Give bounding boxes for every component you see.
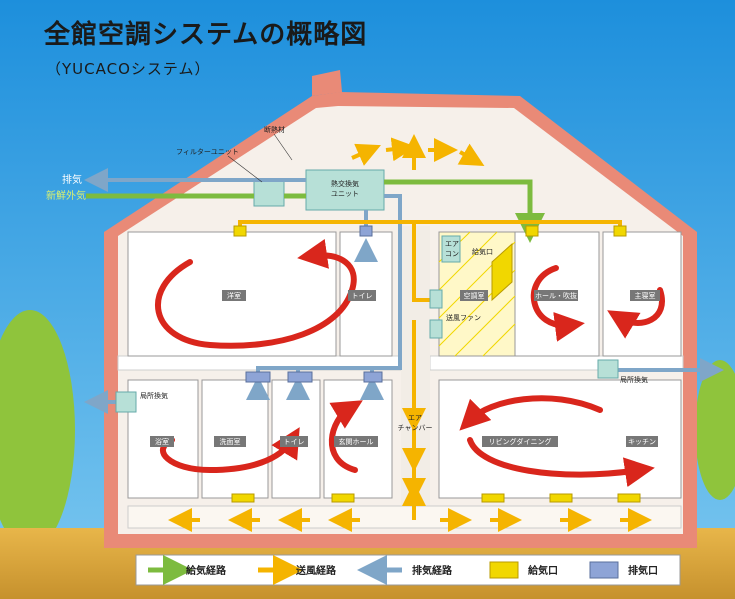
- svg-text:送風経路: 送風経路: [295, 564, 337, 577]
- svg-text:浴室: 浴室: [155, 437, 169, 446]
- label-heat-exchanger-1: 熱交換気: [331, 179, 359, 188]
- local-vent-right-unit: [597, 359, 619, 379]
- aircon-unit: [441, 235, 461, 263]
- supply-routes: [86, 179, 545, 243]
- svg-text:洗面室: 洗面室: [220, 437, 241, 446]
- legend-blow-route: 送風経路: [258, 555, 337, 585]
- legend-exhaust-route: 排気経路: [357, 555, 453, 585]
- svg-text:空調室: 空調室: [464, 291, 485, 300]
- svg-text:排気口: 排気口: [628, 564, 658, 577]
- legend-supply-port: 給気口: [489, 561, 558, 579]
- filter-unit-box: [253, 179, 285, 207]
- legend: 給気経路 送風経路 排気経路 給気口 排気口: [135, 554, 681, 586]
- room-label-entrance: 玄関ホール: [334, 436, 378, 447]
- exhaust-routes: [84, 168, 724, 414]
- room-label-master: 主寝室: [630, 290, 660, 301]
- blower-fan-2: [429, 319, 443, 339]
- svg-text:洋室: 洋室: [227, 291, 241, 300]
- label-exhaust: 排気: [62, 173, 82, 186]
- svg-text:主寝室: 主寝室: [635, 291, 656, 300]
- exhaust-ports: [245, 225, 383, 383]
- label-filter-unit: フィルターユニット: [176, 147, 239, 156]
- label-blower-fan: 送風ファン: [446, 313, 481, 322]
- label-chamber-2: チャンバー: [398, 424, 433, 432]
- svg-text:リビングダイニング: リビングダイニング: [489, 437, 552, 446]
- svg-text:トイレ: トイレ: [284, 438, 305, 446]
- room-label-toilet-upper: トイレ: [348, 290, 376, 301]
- room-label-western: 洋室: [222, 290, 246, 301]
- svg-text:ホール・吹抜: ホール・吹抜: [535, 291, 577, 300]
- svg-text:給気口: 給気口: [528, 564, 558, 577]
- label-local-vent-left: 局所換気: [140, 391, 168, 400]
- room-label-living: リビングダイニング: [482, 436, 558, 447]
- local-vent-left-unit: [115, 391, 137, 413]
- label-supply-vent: 給気口: [472, 247, 493, 256]
- svg-text:玄関ホール: 玄関ホール: [339, 437, 374, 446]
- label-aircon-1: エア: [445, 240, 459, 248]
- tree-left: [0, 310, 75, 550]
- label-chamber-1: エア: [408, 414, 422, 422]
- svg-text:排気経路: 排気経路: [412, 564, 453, 577]
- underfloor: [127, 505, 682, 529]
- blower-fan-1: [429, 289, 443, 309]
- blow-routes: [168, 134, 652, 532]
- label-insulation: 断熱材: [264, 125, 285, 134]
- floor-divider-right: [429, 355, 684, 371]
- label-heat-exchanger-2: ユニット: [331, 190, 359, 198]
- circulation-arrows: [155, 239, 665, 488]
- room-label-bath: 浴室: [150, 436, 174, 447]
- room-label-ac: 空調室: [460, 290, 488, 301]
- heat-exchanger-unit: [305, 169, 385, 211]
- page-title: 全館空調システムの概略図: [44, 20, 368, 50]
- room-label-toilet-lower: トイレ: [280, 436, 308, 447]
- roof-peak: [312, 70, 342, 96]
- label-fresh-air: 新鮮外気: [46, 189, 86, 202]
- tree-right: [695, 360, 735, 500]
- room-label-hall: ホール・吹抜: [534, 290, 578, 301]
- room-label-wash: 洗面室: [214, 436, 246, 447]
- room-label-kitchen: キッチン: [626, 436, 658, 447]
- legend-exhaust-port: 排気口: [589, 561, 658, 579]
- label-local-vent-right: 局所換気: [620, 375, 648, 384]
- legend-supply-route: 給気経路: [148, 555, 227, 585]
- svg-text:給気経路: 給気経路: [186, 564, 227, 577]
- svg-text:トイレ: トイレ: [352, 292, 373, 300]
- svg-text:キッチン: キッチン: [628, 438, 656, 446]
- page-subtitle: （YUCACOシステム）: [46, 60, 211, 78]
- supply-ports: [231, 225, 641, 503]
- label-aircon-2: コン: [445, 250, 459, 258]
